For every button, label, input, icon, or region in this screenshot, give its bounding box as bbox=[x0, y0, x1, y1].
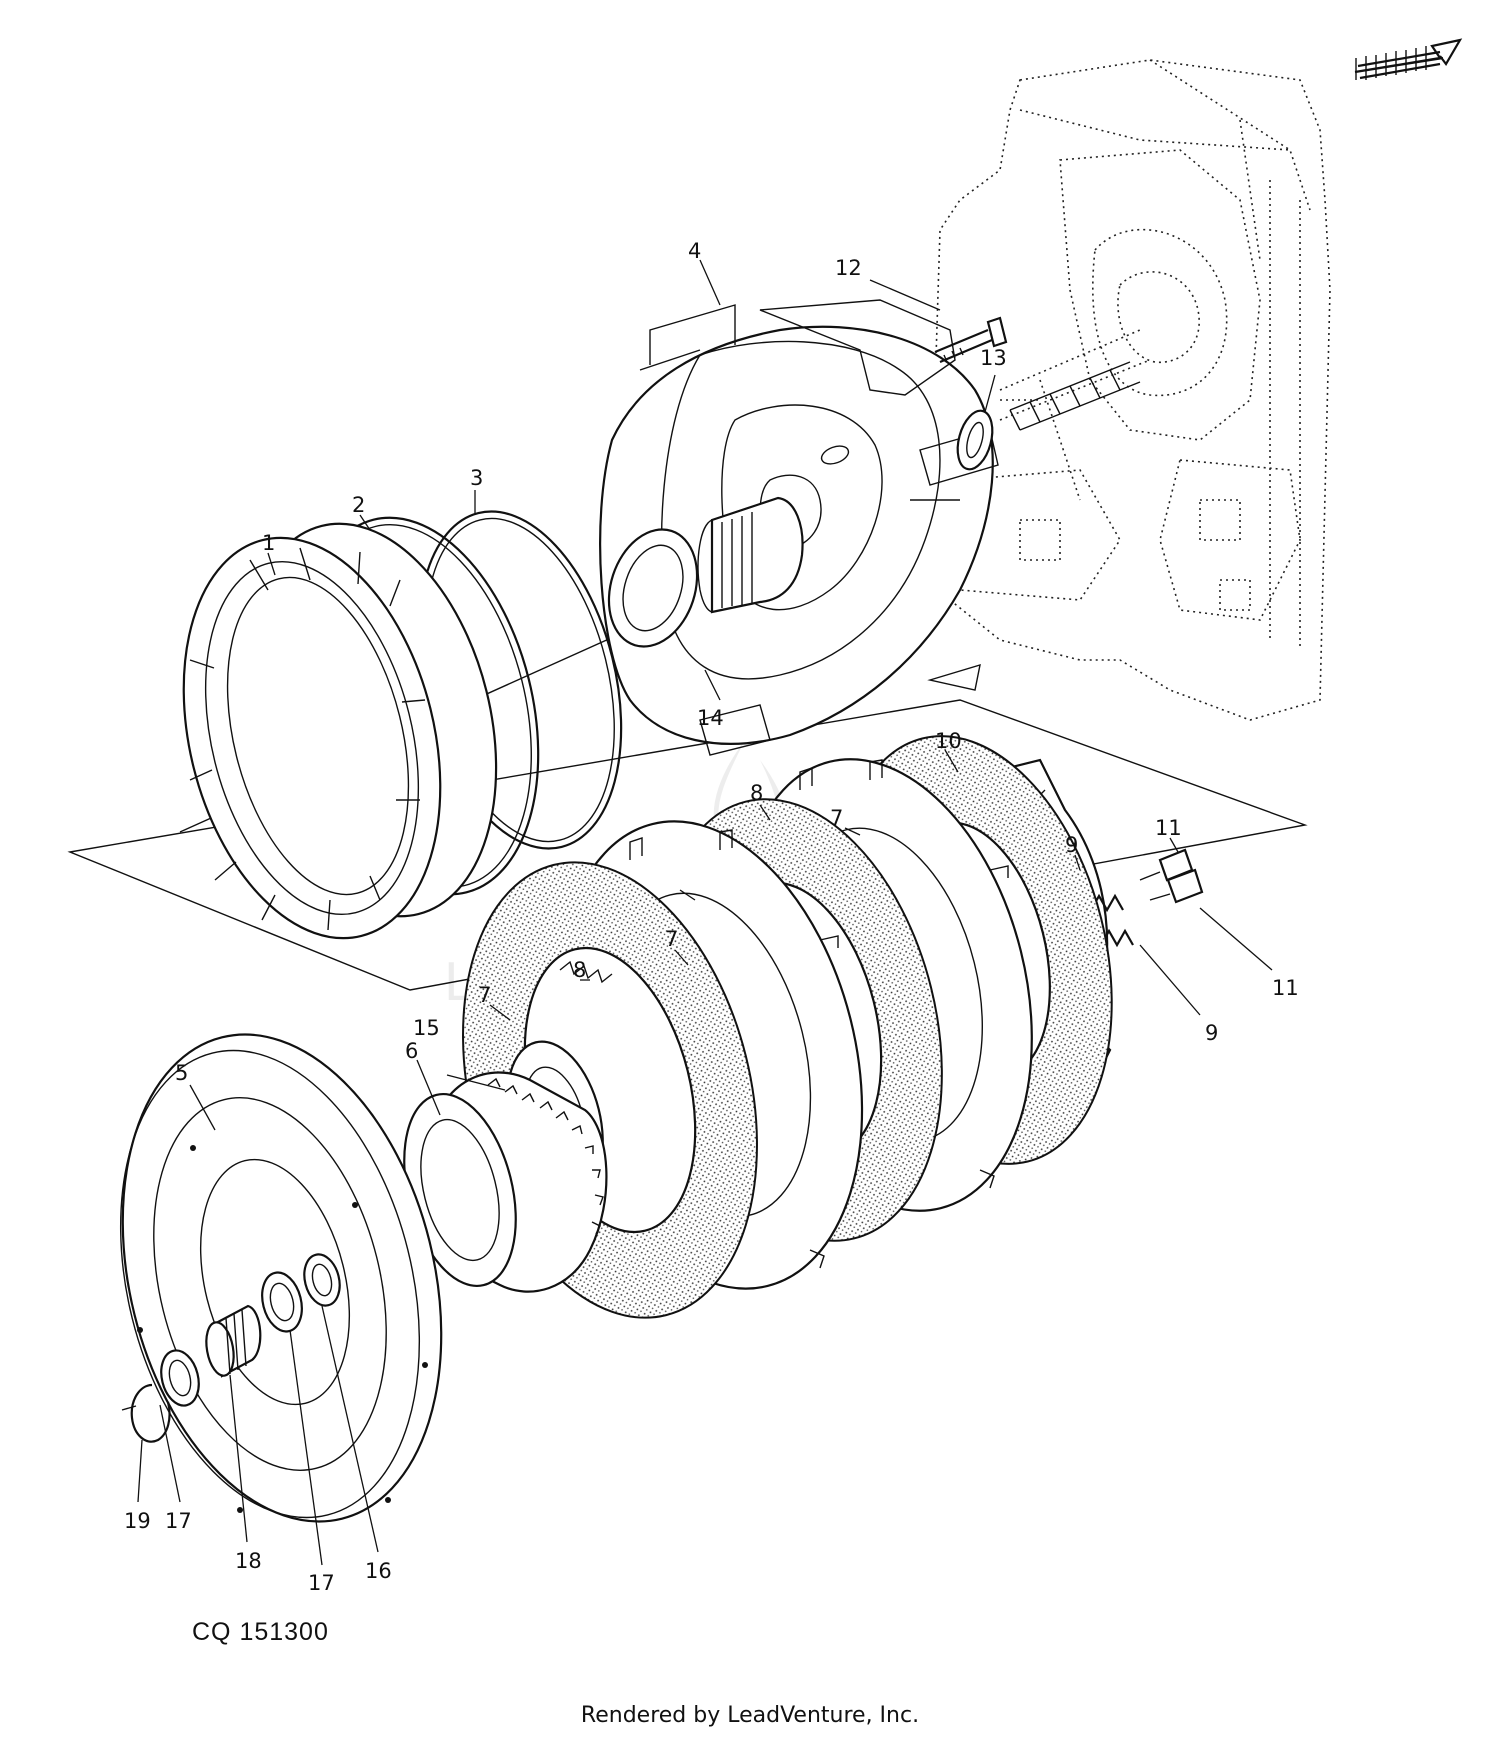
transmission-housing bbox=[919, 59, 1331, 721]
callout-9a: 9 bbox=[1065, 833, 1078, 857]
callout-7a: 7 bbox=[478, 983, 491, 1007]
part-16-bearing bbox=[303, 1253, 341, 1307]
callout-17a: 17 bbox=[165, 1509, 192, 1533]
callout-7c: 7 bbox=[830, 806, 843, 830]
callout-4: 4 bbox=[688, 239, 701, 263]
callout-18: 18 bbox=[235, 1549, 262, 1573]
part-1-piston bbox=[182, 522, 498, 940]
callout-11b: 11 bbox=[1272, 976, 1299, 1000]
callout-6: 6 bbox=[405, 1039, 418, 1063]
part-19-snap-ring bbox=[121, 1383, 171, 1443]
callout-8a: 8 bbox=[573, 958, 586, 982]
callout-13: 13 bbox=[980, 346, 1007, 370]
callout-9b: 9 bbox=[1205, 1021, 1218, 1045]
callout-14: 14 bbox=[697, 706, 724, 730]
callout-5: 5 bbox=[175, 1061, 188, 1085]
projection-plane bbox=[67, 699, 1308, 991]
callout-17b: 17 bbox=[308, 1571, 335, 1595]
part-13-washer bbox=[956, 409, 994, 471]
part-17-washer-a bbox=[160, 1349, 200, 1407]
part-11-bolts bbox=[1139, 848, 1204, 904]
callout-8b: 8 bbox=[750, 781, 763, 805]
callout-12: 12 bbox=[835, 256, 862, 280]
footer-credit: Rendered by LeadVenture, Inc. bbox=[580, 1703, 920, 1728]
part-17-washer-b bbox=[261, 1271, 303, 1333]
figure-code: CQ 151300 bbox=[192, 1618, 329, 1646]
callout-10: 10 bbox=[935, 729, 962, 753]
part-6-gear-drum bbox=[403, 1071, 608, 1293]
leader-lines bbox=[137, 259, 1273, 1566]
callout-1: 1 bbox=[262, 531, 275, 555]
callout-11a: 11 bbox=[1155, 816, 1182, 840]
callout-3: 3 bbox=[470, 466, 483, 490]
callout-16: 16 bbox=[365, 1559, 392, 1583]
part-14-seal-ring bbox=[607, 528, 699, 648]
input-shaft bbox=[1009, 361, 1141, 431]
callout-15: 15 bbox=[413, 1016, 440, 1040]
callout-labels: 1 2 3 4 5 6 7 7 7 8 8 9 9 10 11 11 12 13… bbox=[124, 239, 1299, 1595]
part-18-needle-bearing bbox=[205, 1304, 262, 1378]
callout-7b: 7 bbox=[665, 927, 678, 951]
arrow-right-icon bbox=[1354, 38, 1463, 80]
part-4-clutch-housing bbox=[599, 299, 999, 756]
callout-19: 19 bbox=[124, 1509, 151, 1533]
part-12-bolt bbox=[934, 316, 1008, 364]
callout-2: 2 bbox=[352, 493, 365, 517]
